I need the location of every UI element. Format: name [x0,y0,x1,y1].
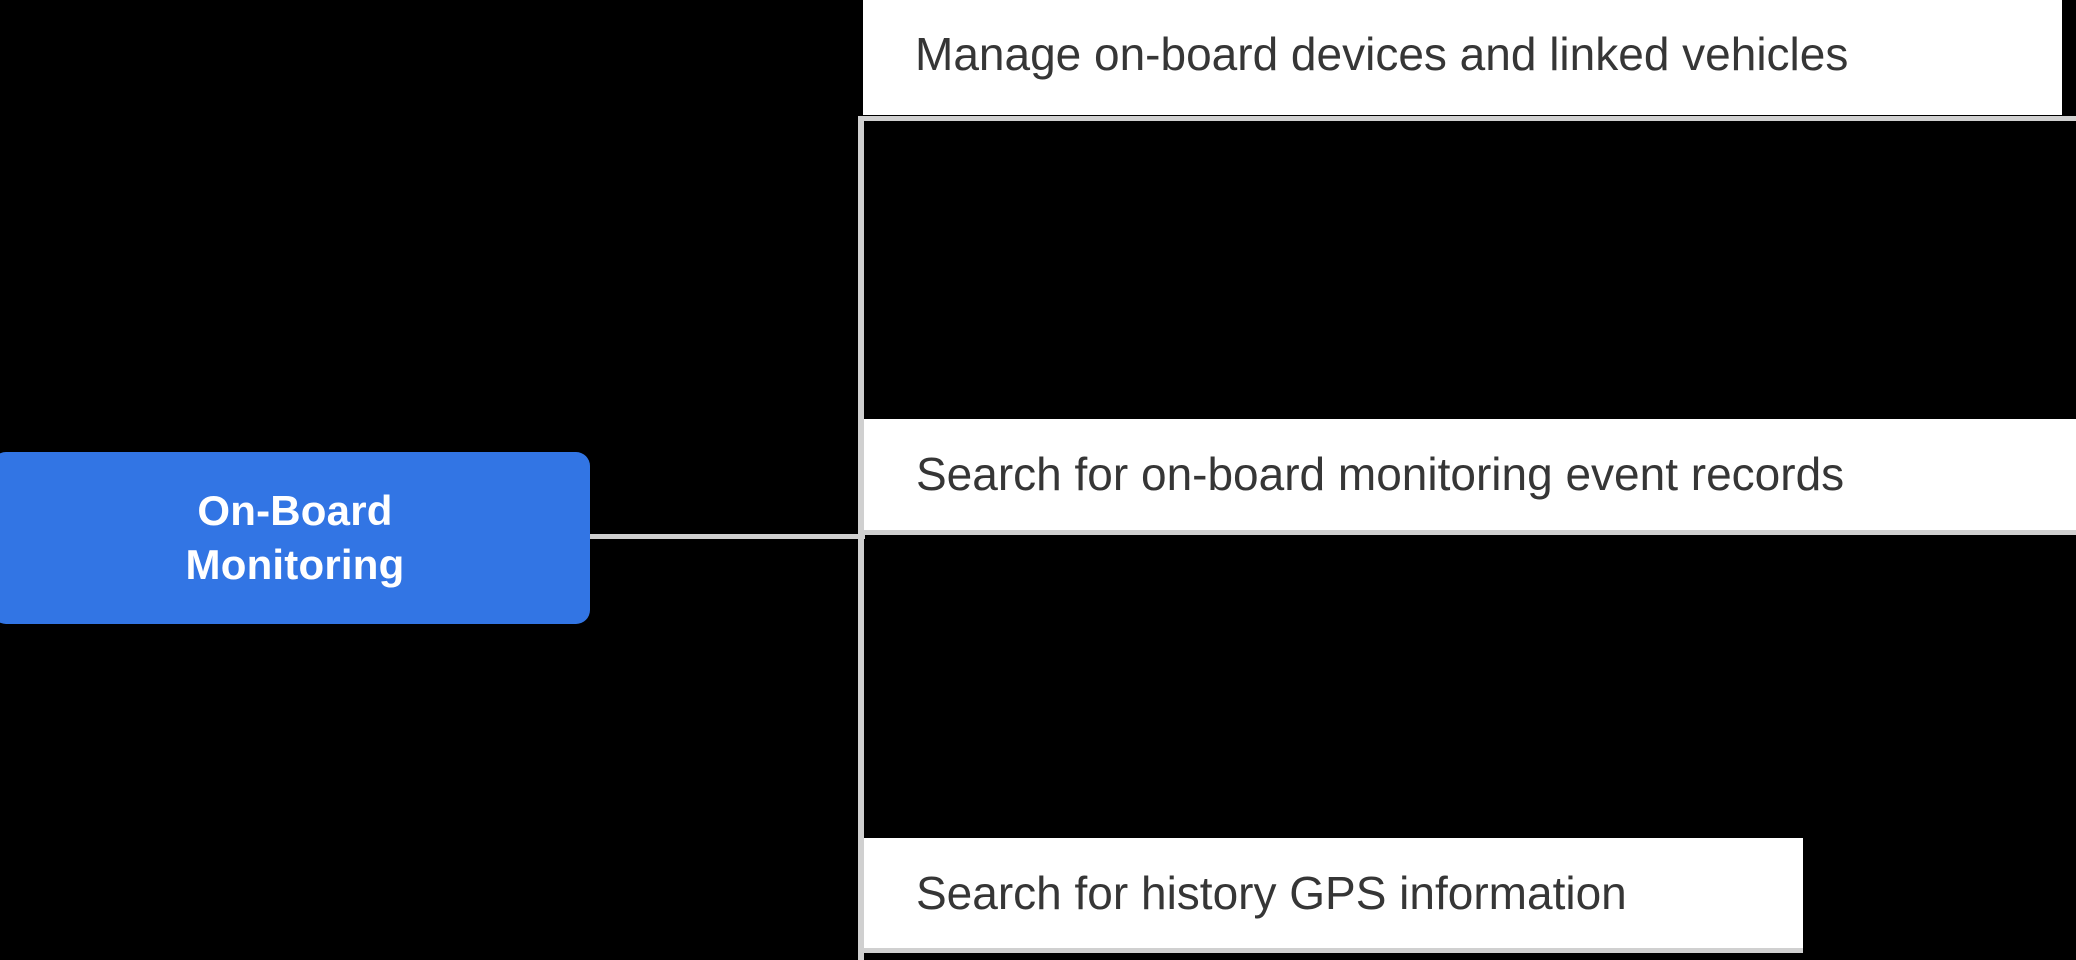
branch-node-search-event-records[interactable]: Search for on-board monitoring event rec… [864,419,2076,535]
branch-node-label-search-event-records: Search for on-board monitoring event rec… [916,448,1845,501]
branch-node-label-manage-devices: Manage on-board devices and linked vehic… [915,28,1849,81]
branch-gap-panel [858,116,2076,419]
branch-node-label-search-history-gps: Search for history GPS information [916,866,1627,919]
root-node-label: On-Board Monitoring [185,487,405,588]
connector-vertical-spine [858,118,864,960]
connector-horizontal-root [588,534,865,539]
branch-node-search-history-gps[interactable]: Search for history GPS information [864,838,1803,953]
root-node-on-board-monitoring[interactable]: On-Board Monitoring [0,452,590,624]
branch-node-manage-devices[interactable]: Manage on-board devices and linked vehic… [863,0,2062,115]
